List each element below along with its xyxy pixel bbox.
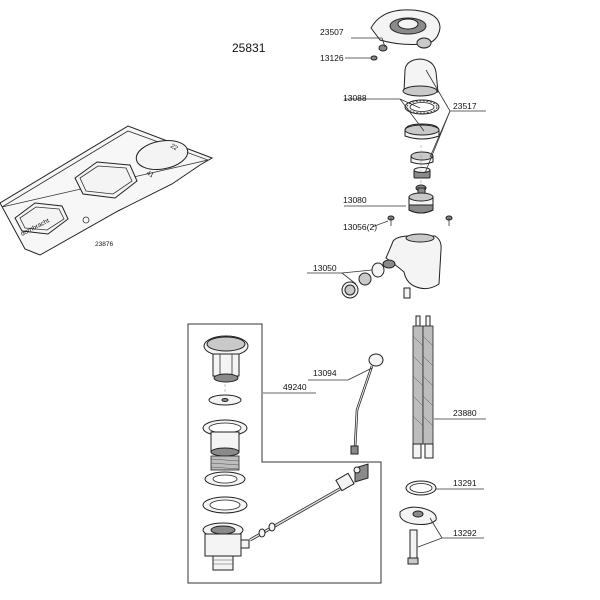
diagram-title: 25831 <box>232 41 266 55</box>
retaining-nut <box>413 167 431 179</box>
spanner-template: 22 41 dornbracht <box>0 125 214 256</box>
waste-tail-body <box>202 522 250 571</box>
label-13050: 13050 <box>313 263 337 273</box>
aerator-set <box>341 262 385 299</box>
lever-handle <box>370 9 441 49</box>
lift-rod <box>350 353 384 455</box>
label-23507: 23507 <box>320 27 344 37</box>
label-49240: 49240 <box>283 382 307 392</box>
label-13126: 13126 <box>320 53 344 63</box>
fixing-studs <box>387 215 453 226</box>
base-o-ring <box>405 480 437 496</box>
label-23880: 23880 <box>453 408 477 418</box>
label-13088: 13088 <box>343 93 367 103</box>
cover-ring <box>404 123 440 140</box>
flexible-hoses <box>412 315 434 459</box>
template-mark-41: 41 <box>145 170 155 180</box>
waste-thread-body <box>210 455 240 471</box>
waste-gasket <box>204 471 246 487</box>
label-13080: 13080 <box>343 195 367 205</box>
mixer-body <box>382 233 442 299</box>
template-mark-22: 22 <box>169 143 179 153</box>
label-13291: 13291 <box>453 478 477 488</box>
label-23876: 23876 <box>95 241 113 248</box>
waste-flange <box>202 419 248 457</box>
seal-ring-13088 <box>404 99 440 115</box>
label-13056: 13056(2) <box>343 222 377 232</box>
label-13094: 13094 <box>313 368 337 378</box>
dome-cover <box>402 58 439 97</box>
popup-plug <box>203 335 249 383</box>
waste-lock-nut <box>202 496 248 514</box>
bushing <box>410 151 434 165</box>
label-23517: 23517 <box>453 101 477 111</box>
fixing-bracket <box>399 506 437 565</box>
label-13292: 13292 <box>453 528 477 538</box>
plug-washer <box>208 394 242 406</box>
waste-set-boundary <box>187 323 382 584</box>
grub-screws <box>370 44 388 61</box>
cartridge-13080 <box>408 184 434 214</box>
pivot-rod <box>249 463 369 542</box>
